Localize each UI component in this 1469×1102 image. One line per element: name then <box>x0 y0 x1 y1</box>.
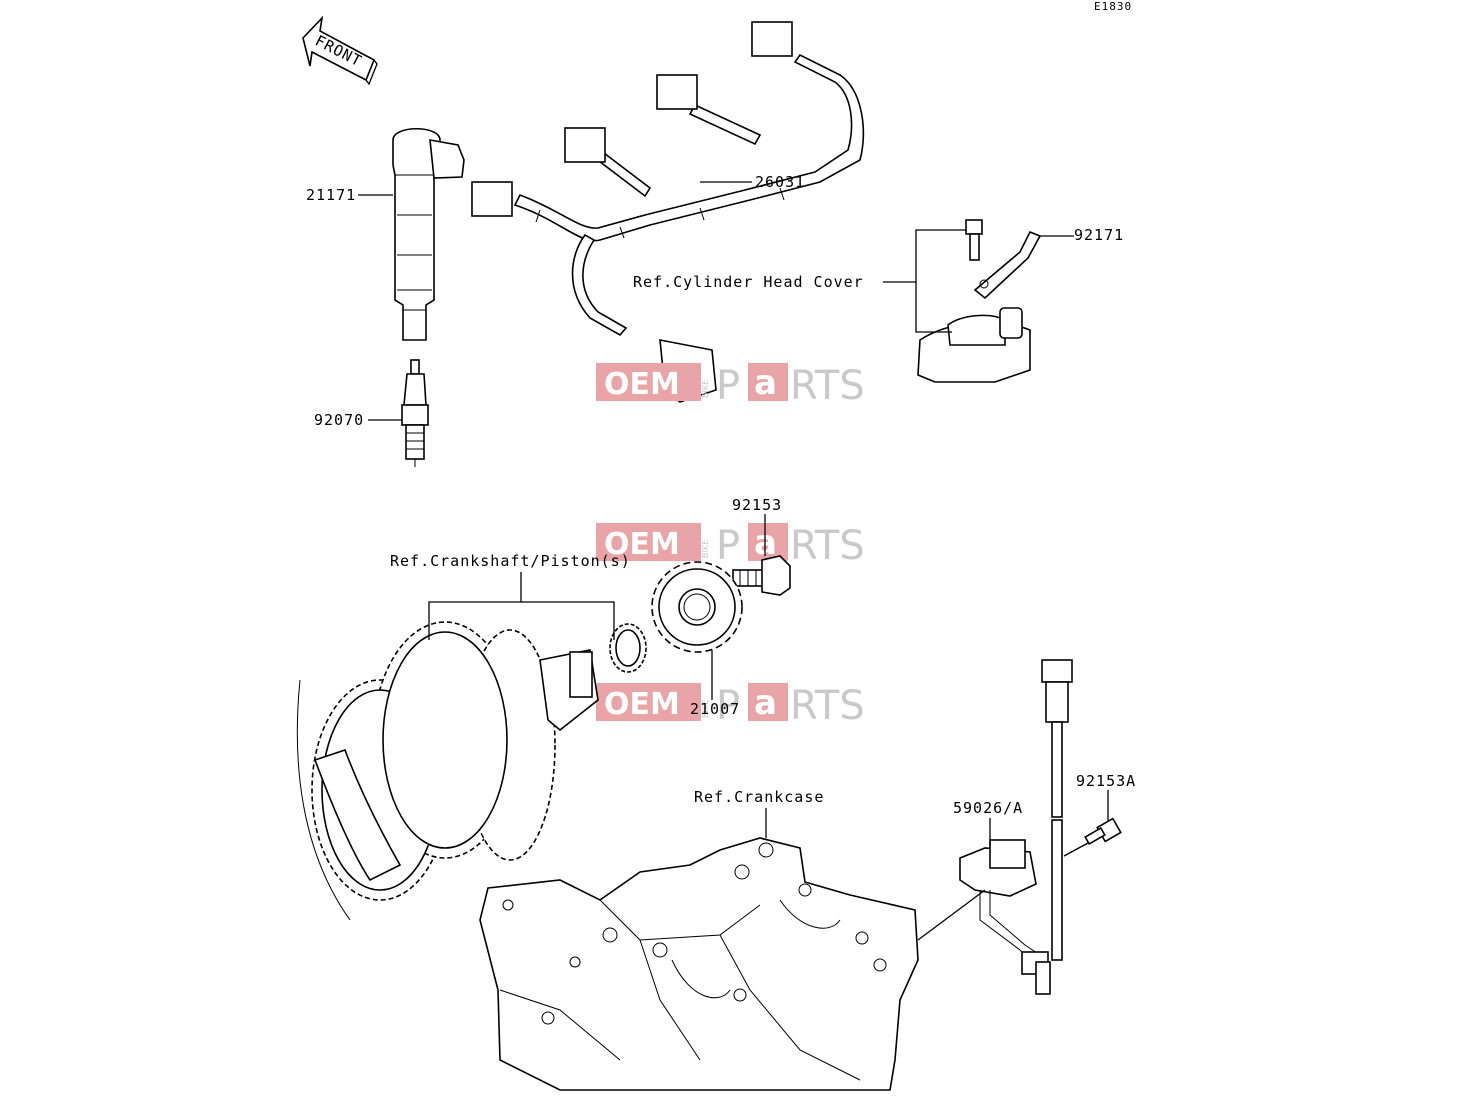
wire-harness-icon <box>471 21 865 403</box>
svg-text:RTS: RTS <box>790 523 865 569</box>
part-label-92153a: 92153A <box>1076 772 1136 790</box>
leader-bolt-to-sensor <box>1063 842 1089 857</box>
svg-text:P: P <box>716 683 740 729</box>
part-label-59026a: 59026/A <box>953 799 1023 817</box>
part-label-92070: 92070 <box>314 411 364 429</box>
svg-text:OEM: OEM <box>604 527 680 562</box>
watermark-logo-2: OEM BIKE P a RTS <box>596 523 865 569</box>
ref-label-cylinder-head-cover: Ref.Cylinder Head Cover <box>633 273 864 291</box>
svg-text:P: P <box>716 523 740 569</box>
front-arrow-icon: FRONT <box>302 15 378 86</box>
timing-rotor-icon <box>651 561 743 653</box>
svg-text:BIKE: BIKE <box>701 700 710 718</box>
svg-text:a: a <box>754 683 777 723</box>
part-label-92171: 92171 <box>1074 226 1124 244</box>
part-label-21171: 21171 <box>306 186 356 204</box>
cylinder-head-cover-icon <box>917 307 1031 383</box>
diagram-code: E1830 <box>1094 0 1132 13</box>
svg-text:BIKE: BIKE <box>701 540 710 558</box>
svg-text:OEM: OEM <box>604 367 680 402</box>
watermark-logo-3: OEM BIKE P a RTS <box>596 683 865 729</box>
svg-text:RTS: RTS <box>790 683 865 729</box>
leader-sensor-to-crankcase <box>917 889 986 941</box>
part-label-92153: 92153 <box>732 496 782 514</box>
bracket-leader-head-cover <box>915 229 966 333</box>
bracket-icon <box>973 230 1042 300</box>
part-label-26031: 26031 <box>755 173 805 191</box>
ref-label-crankshaft-pistons: Ref.Crankshaft/Piston(s) <box>390 552 631 570</box>
bolt-icon <box>965 219 983 261</box>
watermark-logo-1: OEM BIKE P a RTS <box>596 363 865 409</box>
svg-text:RTS: RTS <box>790 363 865 409</box>
crankcase-icon <box>479 837 919 1091</box>
ignition-coil-icon <box>392 128 465 341</box>
svg-text:OEM: OEM <box>604 687 680 722</box>
svg-text:BIKE: BIKE <box>701 380 710 398</box>
part-label-21007: 21007 <box>690 700 740 718</box>
spark-plug-icon <box>401 359 429 467</box>
sensor-bolt-icon <box>1084 817 1122 846</box>
svg-text:a: a <box>754 363 777 403</box>
svg-text:P: P <box>716 363 740 409</box>
crankshaft-icon <box>296 621 647 921</box>
rotor-bolt-icon <box>732 555 791 596</box>
ref-label-crankcase: Ref.Crankcase <box>694 788 824 806</box>
crankshaft-sensor-icon <box>959 659 1073 995</box>
